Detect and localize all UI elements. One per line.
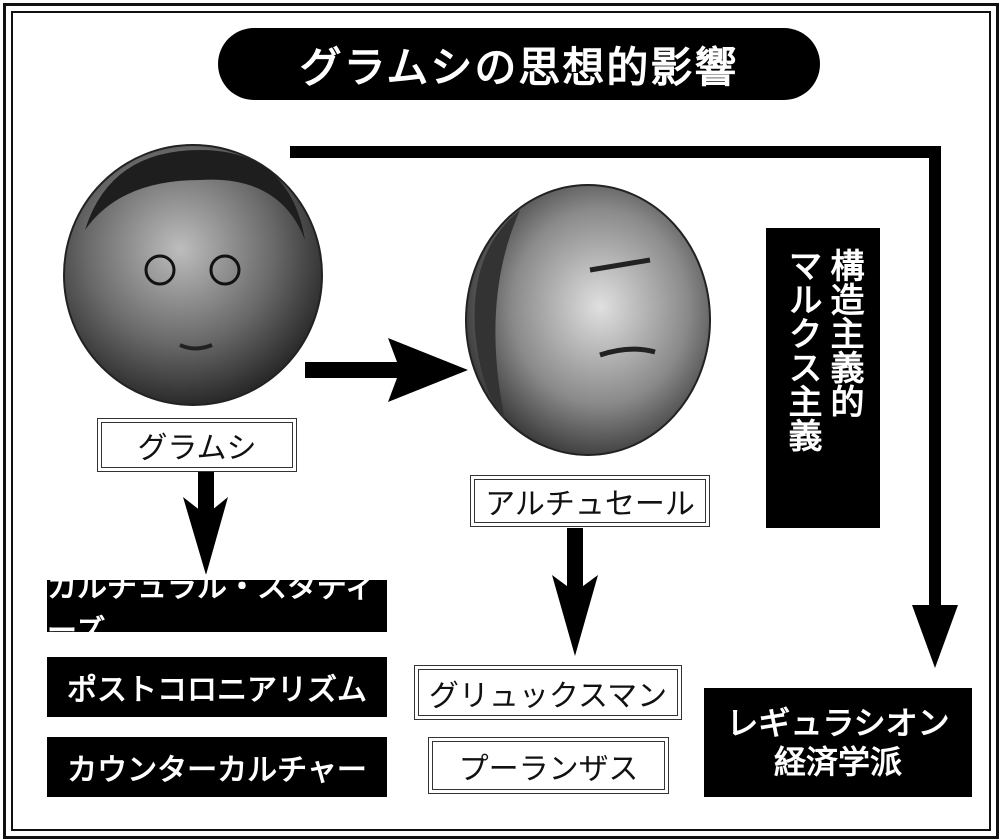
arrow-gramsci-down: [183, 472, 228, 575]
arrow-althusser-down: [552, 528, 598, 656]
structural-marxism-line2: マルクス主義: [782, 248, 822, 452]
node-althusser: アルチュセール: [470, 475, 710, 527]
arrow-gramsci-to-althusser: [305, 338, 468, 402]
inner-border: [11, 11, 991, 831]
node-poulantzas: プーランザス: [428, 737, 669, 794]
althusser-photo: [465, 184, 711, 456]
structural-marxism-line1: 構造主義的: [824, 248, 864, 418]
outer-border: [3, 3, 999, 839]
regulation-line2: 経済学派: [773, 742, 902, 781]
node-gramsci: グラムシ: [97, 418, 297, 472]
node-glucksmann: グリュックスマン: [414, 665, 682, 720]
node-postcolonialism: ポストコロニアリズム: [47, 657, 387, 717]
diagram-title: グラムシの思想的影響: [218, 28, 820, 100]
regulation-line1: レギュラシオン: [726, 704, 950, 743]
node-cultural-studies: カルチュラル・スタディーズ: [47, 570, 387, 649]
arrow-gramsci-to-regulation: [290, 146, 958, 668]
node-structural-marxism: 構造主義的 マルクス主義: [766, 228, 880, 528]
node-counterculture: カウンターカルチャー: [47, 737, 387, 797]
gramsci-photo: [63, 144, 323, 406]
node-regulation-school: レギュラシオン 経済学派: [704, 688, 972, 797]
